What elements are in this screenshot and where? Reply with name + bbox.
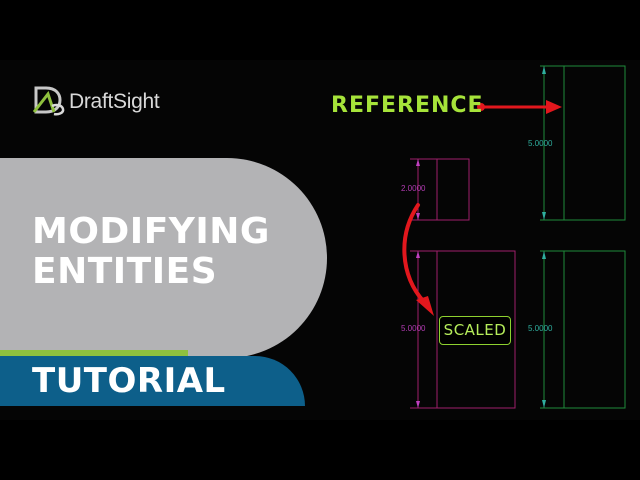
scale-arrow-icon bbox=[402, 203, 434, 316]
title-line-2: ENTITIES bbox=[32, 251, 218, 292]
dimension-text-scaled: 5.0000 bbox=[401, 324, 426, 333]
tutorial-bar bbox=[0, 356, 305, 406]
logo-text: DraftSight bbox=[69, 90, 160, 113]
dimension-text-reference: 5.0000 bbox=[528, 139, 553, 148]
small-rectangle bbox=[436, 158, 470, 221]
scaled-dimension bbox=[410, 250, 437, 409]
scaled-rectangle bbox=[436, 250, 516, 409]
tutorial-label: TUTORIAL bbox=[32, 361, 226, 401]
copy-dimension bbox=[540, 250, 564, 409]
reference-label: REFERENCE bbox=[331, 93, 484, 118]
title-banner bbox=[0, 158, 327, 358]
green-accent-bar bbox=[0, 350, 188, 356]
title-line-1: MODIFYING bbox=[32, 211, 270, 252]
small-dimension bbox=[410, 158, 437, 221]
draftsight-logo: DraftSight bbox=[32, 80, 160, 120]
draftsight-logo-icon bbox=[32, 86, 65, 116]
copy-rectangle bbox=[563, 250, 626, 409]
reference-arrow-icon bbox=[477, 100, 562, 114]
scaled-label: SCALED bbox=[439, 316, 511, 345]
reference-dimension bbox=[540, 65, 564, 221]
dimension-text-copy: 5.0000 bbox=[528, 324, 553, 333]
video-title: MODIFYING ENTITIES bbox=[32, 212, 270, 292]
dimension-text-small: 2.0000 bbox=[401, 184, 426, 193]
reference-rectangle bbox=[563, 65, 626, 221]
